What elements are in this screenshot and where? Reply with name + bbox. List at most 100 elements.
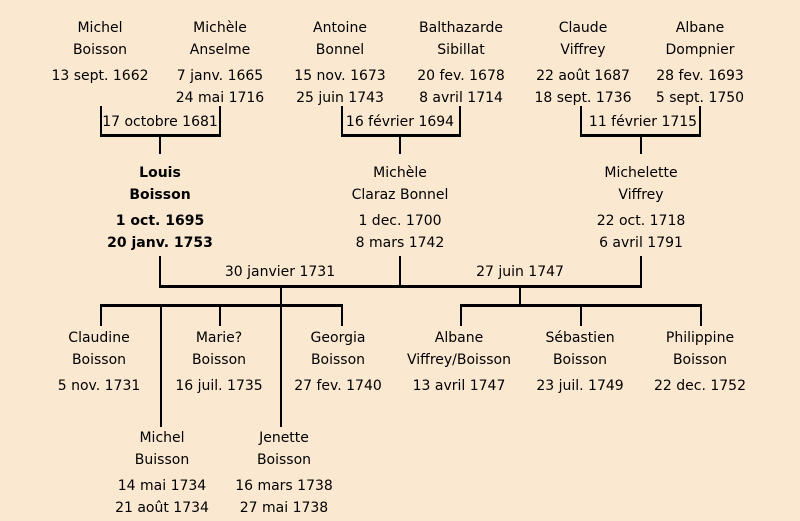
person-birth-date: 16 mars 1738 <box>235 478 333 494</box>
person-node-claudine-boisson[interactable]: Claudine Boisson 5 nov. 1731 <box>39 327 159 397</box>
person-name: Michèle <box>373 165 427 181</box>
person-death-date: 8 mars 1742 <box>355 235 445 251</box>
person-name: Philippine <box>665 330 735 346</box>
child-drop-line <box>519 287 521 306</box>
person-name: Antoine <box>313 20 367 36</box>
person-surname: Boisson <box>72 42 128 58</box>
person-death-date: 8 avril 1714 <box>419 90 503 106</box>
person-name: Albane <box>675 20 725 36</box>
person-death-date: 25 juin 1743 <box>296 90 384 106</box>
person-surname: Boisson <box>129 187 191 203</box>
person-node-michele-claraz-bonnel[interactable]: Michèle Claraz Bonnel 1 dec. 1700 8 mars… <box>340 162 460 254</box>
person-surname: Buisson <box>134 452 190 468</box>
person-node-marie-boisson[interactable]: Marie? Boisson 16 juil. 1735 <box>159 327 279 397</box>
marriage-line <box>159 285 642 288</box>
person-surname: Viffrey/Boisson <box>407 352 511 368</box>
sibling-line <box>100 304 343 307</box>
person-node-albane-viffrey-boisson[interactable]: Albane Viffrey/Boisson 13 avril 1747 <box>399 327 519 397</box>
child-drop-line <box>640 136 642 154</box>
marriage-bracket-line <box>100 134 221 137</box>
person-name: Albane <box>434 330 484 346</box>
child-drop-line <box>160 305 162 427</box>
marriage-date-label: 17 octobre 1681 <box>102 114 218 130</box>
marriage-date-label: 27 juin 1747 <box>476 264 564 280</box>
person-birth-date: 13 sept. 1662 <box>51 68 149 84</box>
person-name: Michel <box>139 430 185 446</box>
person-node-michel-boisson[interactable]: Michel Boisson 13 sept. 1662 <box>40 17 160 87</box>
person-surname: Sibillat <box>437 42 485 58</box>
person-surname: Boisson <box>552 352 608 368</box>
person-node-michelette-viffrey[interactable]: Michelette Viffrey 22 oct. 1718 6 avril … <box>581 162 701 254</box>
marriage-bracket-line <box>580 134 701 137</box>
marriage-date-label: 30 janvier 1731 <box>224 264 336 280</box>
person-birth-date: 16 juil. 1735 <box>175 378 263 394</box>
person-birth-date: 23 juil. 1749 <box>536 378 624 394</box>
person-surname: Claraz Bonnel <box>351 187 449 203</box>
person-node-georgia-boisson[interactable]: Georgia Boisson 27 fev. 1740 <box>278 327 398 397</box>
person-name: Claudine <box>68 330 130 346</box>
person-surname: Boisson <box>310 352 366 368</box>
person-node-claude-viffrey[interactable]: Claude Viffrey 22 août 1687 18 sept. 173… <box>523 17 643 109</box>
person-node-sebastien-boisson[interactable]: Sébastien Boisson 23 juil. 1749 <box>520 327 640 397</box>
person-node-michele-anselme[interactable]: Michèle Anselme 7 janv. 1665 24 mai 1716 <box>160 17 280 109</box>
person-surname: Anselme <box>189 42 251 58</box>
parent-drop-line <box>219 106 221 136</box>
parent-drop-line <box>399 256 401 287</box>
person-node-balthazarde-sibillat[interactable]: Balthazarde Sibillat 20 fev. 1678 8 avri… <box>401 17 521 109</box>
person-name: Michelette <box>604 165 678 181</box>
marriage-date-label: 11 février 1715 <box>588 114 698 130</box>
marriage-date-label: 16 février 1694 <box>345 114 455 130</box>
person-death-date: 20 janv. 1753 <box>107 235 213 251</box>
person-surname: Boisson <box>672 352 728 368</box>
person-name: Georgia <box>310 330 366 346</box>
parent-drop-line <box>459 106 461 136</box>
parent-drop-line <box>159 256 161 287</box>
person-death-date: 27 mai 1738 <box>239 500 329 516</box>
person-death-date: 24 mai 1716 <box>175 90 265 106</box>
child-drop-line <box>280 287 282 427</box>
person-node-philippine-boisson[interactable]: Philippine Boisson 22 dec. 1752 <box>640 327 760 397</box>
person-birth-date: 27 fev. 1740 <box>294 378 382 394</box>
person-name: Balthazarde <box>419 20 503 36</box>
person-birth-date: 22 dec. 1752 <box>654 378 746 394</box>
person-node-michel-buisson[interactable]: Michel Buisson 14 mai 1734 21 août 1734 <box>102 427 222 519</box>
parent-drop-line <box>699 106 701 136</box>
person-death-date: 5 sept. 1750 <box>655 90 745 106</box>
person-name: Sébastien <box>545 330 615 346</box>
person-death-date: 6 avril 1791 <box>599 235 683 251</box>
person-birth-date: 13 avril 1747 <box>412 378 506 394</box>
person-node-antoine-bonnel[interactable]: Antoine Bonnel 15 nov. 1673 25 juin 1743 <box>280 17 400 109</box>
person-death-date: 21 août 1734 <box>115 500 209 516</box>
child-drop-line <box>460 305 462 326</box>
person-node-jenette-boisson[interactable]: Jenette Boisson 16 mars 1738 27 mai 1738 <box>224 427 344 519</box>
parent-drop-line <box>100 106 102 136</box>
person-birth-date: 1 oct. 1695 <box>115 213 205 229</box>
child-drop-line <box>341 305 343 326</box>
person-surname: Viffrey <box>618 187 664 203</box>
person-birth-date: 20 fev. 1678 <box>417 68 505 84</box>
person-surname: Boisson <box>256 452 312 468</box>
marriage-bracket-line <box>341 134 461 137</box>
person-node-albane-dompnier[interactable]: Albane Dompnier 28 fev. 1693 5 sept. 175… <box>640 17 760 109</box>
child-drop-line <box>100 305 102 326</box>
person-node-louis-boisson[interactable]: Louis Boisson 1 oct. 1695 20 janv. 1753 <box>100 162 220 254</box>
child-drop-line <box>399 136 401 154</box>
person-surname: Viffrey <box>560 42 606 58</box>
person-name: Marie? <box>195 330 243 346</box>
child-drop-line <box>159 136 161 154</box>
person-surname: Bonnel <box>315 42 365 58</box>
person-surname: Boisson <box>71 352 127 368</box>
person-birth-date: 1 dec. 1700 <box>358 213 442 229</box>
person-name: Louis <box>139 165 181 181</box>
person-name: Michel <box>77 20 123 36</box>
person-birth-date: 22 août 1687 <box>536 68 630 84</box>
person-birth-date: 7 janv. 1665 <box>176 68 264 84</box>
parent-drop-line <box>640 256 642 287</box>
person-surname: Boisson <box>191 352 247 368</box>
parent-drop-line <box>580 106 582 136</box>
person-birth-date: 28 fev. 1693 <box>656 68 744 84</box>
person-birth-date: 15 nov. 1673 <box>294 68 386 84</box>
person-name: Jenette <box>259 430 309 446</box>
person-birth-date: 22 oct. 1718 <box>596 213 686 229</box>
